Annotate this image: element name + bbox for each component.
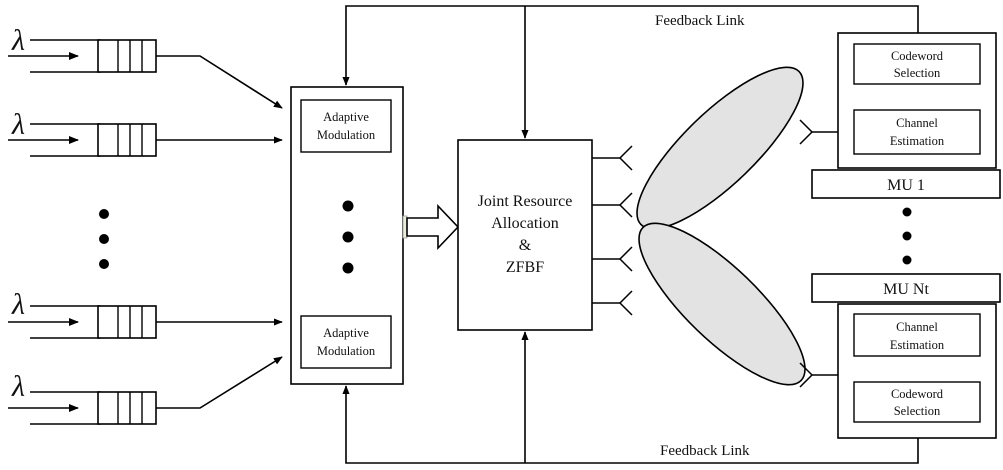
adaptive-modulation-block: Adaptive Modulation Adaptive Modulation <box>290 86 404 385</box>
feedback-link-bottom-label: Feedback Link <box>660 443 750 459</box>
transmit-antennas <box>592 145 633 316</box>
joint-block-line3: & <box>519 237 532 254</box>
joint-block-line2: Allocation <box>491 215 559 232</box>
mu1-box-b-line1: Channel <box>896 116 938 130</box>
feedback-link-top: Feedback Link <box>342 5 919 139</box>
mu-ellipsis-dots <box>902 207 912 265</box>
feedback-link-top-label: Feedback Link <box>655 13 745 29</box>
munt-box-b-line1: Codeword <box>891 387 944 401</box>
transmit-beams <box>636 66 806 386</box>
joint-block-line4: ZFBF <box>506 259 544 276</box>
mobile-user-1: Codeword Selection Channel Estimation MU… <box>811 32 1001 199</box>
queue-output-arrows <box>156 55 283 409</box>
arrival-rate-symbol: λ <box>11 288 25 321</box>
adaptive-modulation-top-line1: Adaptive <box>323 110 369 124</box>
munt-box-b-line2: Selection <box>894 404 941 418</box>
receive-antennas <box>799 119 838 388</box>
hollow-block-arrow <box>402 204 460 250</box>
munt-label: MU Nt <box>883 281 929 298</box>
queue-3: λ <box>8 288 157 339</box>
munt-box-a-line1: Channel <box>896 320 938 334</box>
arrival-rate-symbol: λ <box>11 24 25 57</box>
queue-1: λ <box>8 24 157 73</box>
adaptive-modulation-bottom-line2: Modulation <box>317 344 376 358</box>
mu1-box-a-line2: Selection <box>894 66 941 80</box>
adaptive-modulation-bottom-line1: Adaptive <box>323 326 369 340</box>
mu1-label: MU 1 <box>887 177 925 194</box>
joint-block-line1: Joint Resource <box>478 193 573 210</box>
queue-ellipsis-dots <box>99 209 109 269</box>
mu1-box-a-line1: Codeword <box>891 49 944 63</box>
mu1-box-b-line2: Estimation <box>890 134 945 148</box>
arrival-rate-symbol: λ <box>11 370 25 403</box>
adaptive-modulation-top-line2: Modulation <box>317 128 376 142</box>
queue-4: λ <box>8 370 157 425</box>
mobile-user-nt: MU Nt Channel Estimation Codeword Select… <box>811 273 1001 439</box>
arrival-rate-symbol: λ <box>11 108 25 141</box>
feedback-link-bottom: Feedback Link <box>342 331 919 464</box>
queue-2: λ <box>8 108 157 157</box>
munt-box-a-line2: Estimation <box>890 338 945 352</box>
joint-resource-allocation-block: Joint Resource Allocation & ZFBF <box>457 139 593 331</box>
